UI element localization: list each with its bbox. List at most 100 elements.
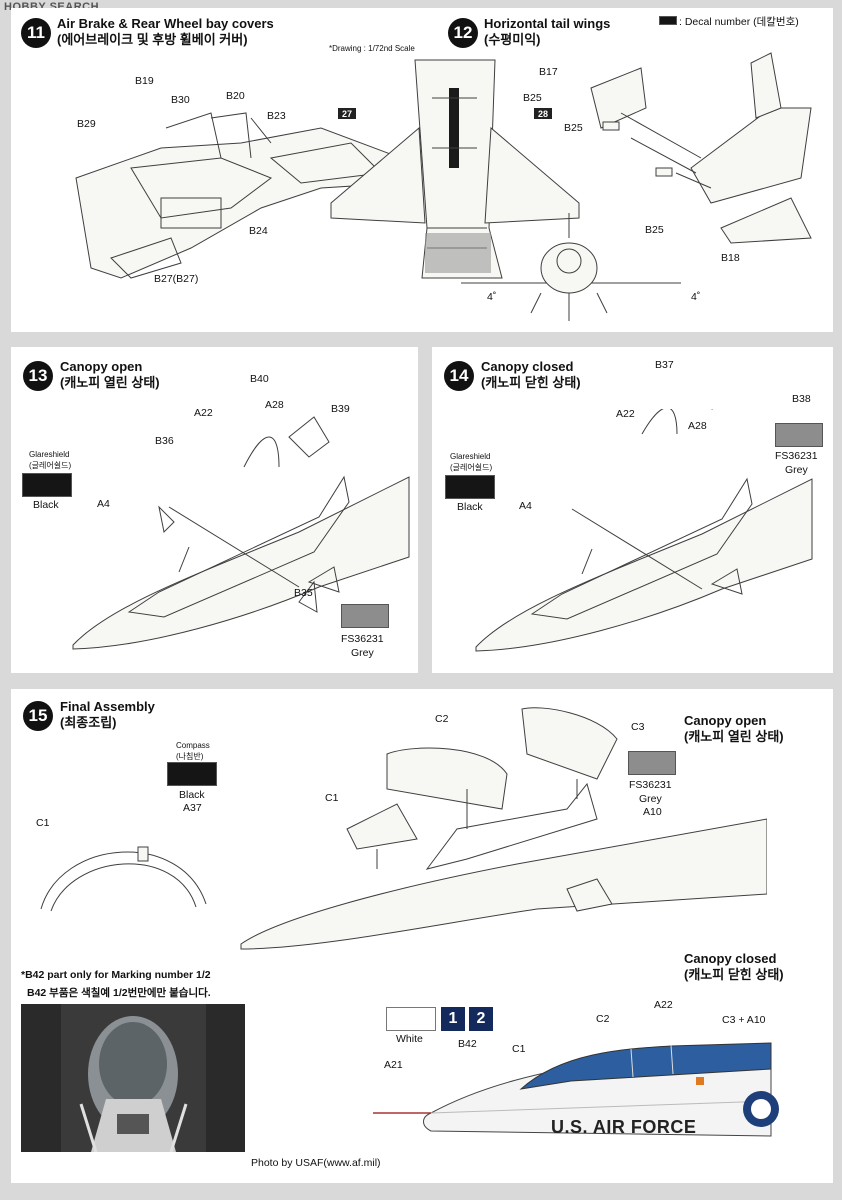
decal-27: 27 bbox=[338, 108, 356, 119]
step-12-front-view-drawing bbox=[461, 213, 681, 321]
grey-label: Grey bbox=[639, 793, 662, 805]
part-a22-label: A22 bbox=[194, 407, 213, 419]
part-a28-label: A28 bbox=[688, 420, 707, 432]
part-b23-label: B23 bbox=[267, 110, 286, 122]
part-b25-label-b: B25 bbox=[564, 122, 583, 134]
angle-left: 4˚ bbox=[487, 291, 497, 303]
part-b42-label: B42 bbox=[458, 1038, 477, 1050]
glareshield-black-swatch bbox=[445, 475, 495, 499]
step-13-cockpit-drawing bbox=[72, 416, 410, 650]
canopy-closed-title: Canopy closed bbox=[684, 951, 777, 966]
part-b25-label-a: B25 bbox=[523, 92, 542, 104]
part-c2-bottom-label: C2 bbox=[596, 1013, 610, 1025]
part-b24-label: B24 bbox=[249, 225, 268, 237]
glareshield-label: Glareshield bbox=[29, 450, 70, 459]
white-swatch bbox=[386, 1007, 436, 1031]
part-b40-label: B40 bbox=[250, 373, 269, 385]
grey-label: Grey bbox=[351, 647, 374, 659]
part-c1-bottom-label: C1 bbox=[512, 1043, 526, 1055]
part-c3-label: C3 bbox=[631, 721, 645, 733]
panel-step-15: 15 Final Assembly (최종조립) Compass (나침반) B… bbox=[11, 689, 833, 1183]
part-b27-label: B27(B27) bbox=[154, 273, 199, 285]
decal-legend-text: : Decal number (데칼번호) bbox=[679, 16, 799, 28]
panel-step-13: 13 Canopy open (캐노피 열린 상태) B40 A22 A28 B… bbox=[11, 347, 418, 673]
glareshield-label: Glareshield bbox=[450, 452, 491, 461]
step-15-title: Final Assembly bbox=[60, 699, 155, 714]
decal-legend-swatch bbox=[659, 16, 677, 25]
part-b39-label: B39 bbox=[331, 403, 350, 415]
step-11-subtitle: (에어브레이크 및 후방 휠베이 커버) bbox=[57, 32, 248, 47]
part-a22-label: A22 bbox=[616, 408, 635, 420]
part-b30-label: B30 bbox=[171, 94, 190, 106]
grey-code-label: FS36231 bbox=[629, 779, 672, 791]
part-b17-label: B17 bbox=[539, 66, 558, 78]
step-12-title: Horizontal tail wings bbox=[484, 16, 611, 31]
compass-label: Compass bbox=[176, 741, 210, 750]
c1-frame-drawing bbox=[40, 846, 207, 912]
compass-color-label: Black bbox=[179, 789, 205, 801]
compass-part-label: A37 bbox=[183, 802, 202, 814]
part-a4-label: A4 bbox=[519, 500, 532, 512]
aircraft-side-view-drawing bbox=[373, 1042, 779, 1137]
step-12-subtitle: (수평미익) bbox=[484, 32, 541, 47]
step-15-subtitle: (최종조립) bbox=[60, 715, 117, 730]
part-c1-mid-label: C1 bbox=[325, 792, 339, 804]
b42-note-kr: B42 부품은 색칠예 1/2번만에만 붙습니다. bbox=[27, 987, 211, 999]
scale-note: *Drawing : 1/72nd Scale bbox=[329, 44, 415, 53]
step-11-title: Air Brake & Rear Wheel bay covers bbox=[57, 16, 274, 31]
part-a22-bottom-label: A22 bbox=[654, 999, 673, 1011]
grey-label: Grey bbox=[785, 464, 808, 476]
step-12-number: 12 bbox=[448, 18, 478, 48]
part-b18-label: B18 bbox=[721, 252, 740, 264]
step-15-final-assembly-drawing bbox=[240, 707, 767, 950]
grey-swatch bbox=[775, 423, 823, 447]
grey-swatch bbox=[341, 604, 389, 628]
compass-black-swatch bbox=[167, 762, 217, 786]
usaf-reference-photo bbox=[21, 1004, 245, 1152]
part-a28-label: A28 bbox=[265, 399, 284, 411]
glareshield-color-label: Black bbox=[457, 501, 483, 513]
part-b29-label: B29 bbox=[77, 118, 96, 130]
part-a4-label: A4 bbox=[97, 498, 110, 510]
grey-swatch bbox=[628, 751, 676, 775]
b42-note-en: *B42 part only for Marking number 1/2 bbox=[21, 969, 211, 981]
part-c3-a10-label: C3 + A10 bbox=[722, 1014, 766, 1026]
glareshield-kr-label: (글레어쉴드) bbox=[29, 461, 72, 470]
step-14-subtitle: (캐노피 닫힌 상태) bbox=[481, 375, 581, 390]
decal-2: 2 bbox=[469, 1007, 493, 1031]
canopy-open-subtitle: (캐노피 열린 상태) bbox=[684, 729, 784, 744]
white-label: White bbox=[396, 1033, 423, 1045]
part-a10-label: A10 bbox=[643, 806, 662, 818]
grey-code-label: FS36231 bbox=[341, 633, 384, 645]
glareshield-black-swatch bbox=[22, 473, 72, 497]
part-b19-label: B19 bbox=[135, 75, 154, 87]
part-c2-label: C2 bbox=[435, 713, 449, 725]
part-b35-label: B35 bbox=[294, 587, 313, 599]
panel-steps-11-12: 11 Air Brake & Rear Wheel bay covers (에어… bbox=[11, 8, 833, 332]
step-11-number: 11 bbox=[21, 18, 51, 48]
compass-kr-label: (나침반) bbox=[176, 752, 204, 761]
glareshield-kr-label: (글레어쉴드) bbox=[450, 463, 493, 472]
step-13-subtitle: (캐노피 열린 상태) bbox=[60, 375, 160, 390]
panel-step-14: 14 Canopy closed (캐노피 닫힌 상태) B37 A22 A28… bbox=[432, 347, 833, 673]
part-b38-label: B38 bbox=[792, 393, 811, 405]
step-14-number: 14 bbox=[444, 361, 474, 391]
part-b37-label: B37 bbox=[655, 359, 674, 371]
canopy-closed-subtitle: (캐노피 닫힌 상태) bbox=[684, 967, 784, 982]
step-11-fuselage-drawing bbox=[75, 112, 401, 279]
step-12-tail-drawing bbox=[590, 52, 812, 244]
part-c1-left-label: C1 bbox=[36, 817, 50, 829]
step-14-title: Canopy closed bbox=[481, 359, 574, 374]
part-b25-label-c: B25 bbox=[645, 224, 664, 236]
decal-28: 28 bbox=[534, 108, 552, 119]
grey-code-label: FS36231 bbox=[775, 450, 818, 462]
step-13-title: Canopy open bbox=[60, 359, 143, 374]
fuselage-marking: U.S. AIR FORCE bbox=[551, 1117, 697, 1137]
step-14-cockpit-drawing bbox=[475, 409, 813, 652]
step-13-number: 13 bbox=[23, 361, 53, 391]
step-12-top-view-drawing bbox=[330, 59, 580, 279]
part-a21-label: A21 bbox=[384, 1059, 403, 1071]
decal-1: 1 bbox=[441, 1007, 465, 1031]
glareshield-color-label: Black bbox=[33, 499, 59, 511]
angle-right: 4˚ bbox=[691, 291, 701, 303]
